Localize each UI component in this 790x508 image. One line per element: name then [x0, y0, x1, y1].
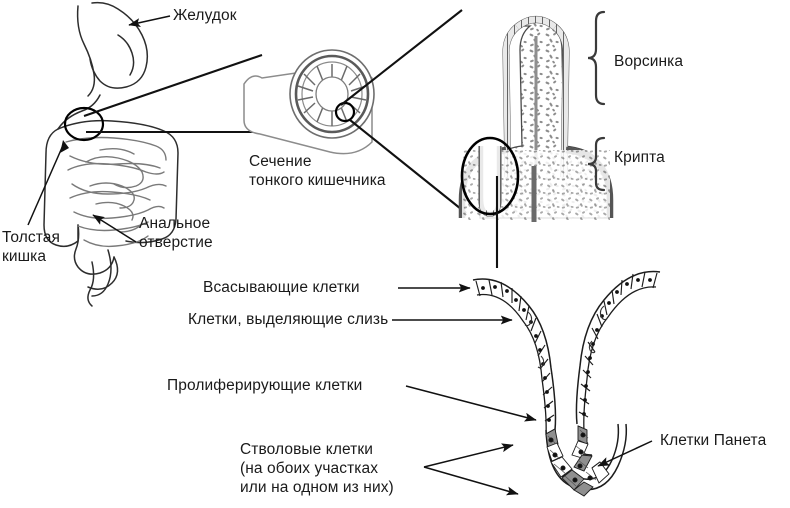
crypt-base-inner	[545, 423, 628, 491]
villus-crypt-histology	[458, 16, 614, 222]
label-villus: Ворсинка	[614, 53, 684, 70]
anus-arrow	[92, 214, 137, 243]
goblet-cells	[524, 305, 608, 369]
large-intestine-arrowhead	[60, 140, 69, 153]
small-intestine-coils	[65, 136, 167, 248]
overview-arrows	[27, 15, 171, 243]
crypt-left-inner	[476, 293, 547, 436]
label-anus: Анальное отверстие	[139, 215, 213, 251]
gi-tract-overview	[43, 1, 179, 307]
stomach-arrow	[128, 15, 171, 27]
section-to-villus-leaders	[340, 9, 467, 214]
crypt-nuclei-left	[481, 285, 551, 422]
gi-magnifier-circle	[63, 106, 105, 142]
large-intestine-leader	[27, 142, 65, 226]
crypt-brace	[587, 136, 606, 192]
small-intestine-cross-section	[243, 49, 375, 155]
label-crypt: Крипта	[614, 149, 665, 166]
paneth-cells-arrow	[597, 440, 653, 467]
proliferating-cells-arrow	[405, 385, 537, 422]
label-stem-cells: Стволовые клетки (на обоих участках или …	[240, 441, 394, 496]
label-stomach: Желудок	[173, 7, 237, 24]
label-proliferating-cells: Пролиферирующие клетки	[167, 377, 363, 394]
crypt-right-outer	[575, 270, 661, 425]
label-absorptive-cells: Всасывающие клетки	[203, 279, 360, 296]
cell-label-arrows	[392, 283, 653, 496]
label-cross-section: Сечение тонкого кишечника	[249, 153, 386, 189]
crypt-right-inner	[583, 286, 657, 432]
label-paneth-cells: Клетки Панета	[660, 432, 767, 449]
stem-cells-arrow-lower	[423, 466, 519, 496]
label-mucus-cells: Клетки, выделяющие слизь	[188, 311, 389, 328]
crypt-cell-diagram	[472, 270, 661, 497]
label-large-intestine: Толстая кишка	[2, 229, 60, 265]
stem-cells-arrow-upper	[423, 443, 514, 468]
villus-brace	[587, 10, 606, 106]
cross-section-leaders	[83, 54, 263, 134]
paneth-cells	[545, 425, 610, 497]
crypt-magnifier-circle	[460, 136, 520, 216]
crypt-nuclei-right	[582, 278, 652, 416]
